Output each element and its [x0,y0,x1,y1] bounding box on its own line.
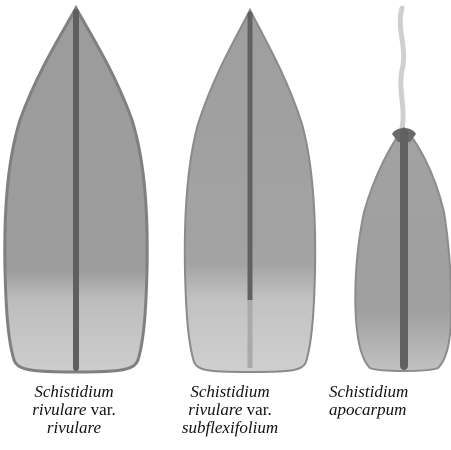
leaf-rivulare [5,8,147,372]
caption-rivulare-rank: var. [86,400,115,419]
leaf-apocarpum [355,8,451,371]
caption-subflexifolium-variety: subflexifolium [155,419,305,437]
caption-subflexifolium: Schistidium rivulare var. subflexifolium [155,383,305,437]
caption-rivulare-genus: Schistidium [0,383,149,401]
caption-rivulare: Schistidium rivulare var. rivulare [0,383,149,437]
caption-rivulare-species: rivulare [32,400,86,419]
caption-apocarpum-species: apocarpum [329,400,406,419]
caption-apocarpum-genus: Schistidium [329,383,451,401]
caption-subflexifolium-species: rivulare [188,400,242,419]
caption-apocarpum: Schistidium apocarpum [329,383,451,419]
caption-rivulare-species-line: rivulare var. [0,401,149,419]
caption-subflexifolium-rank: var. [242,400,271,419]
caption-rivulare-variety: rivulare [0,419,149,437]
caption-apocarpum-species-line: apocarpum [329,401,451,419]
leaf-apocarpum-hair-point [400,8,403,128]
caption-subflexifolium-species-line: rivulare var. [155,401,305,419]
caption-subflexifolium-genus: Schistidium [155,383,305,401]
leaf-subflexifolium [185,10,315,372]
